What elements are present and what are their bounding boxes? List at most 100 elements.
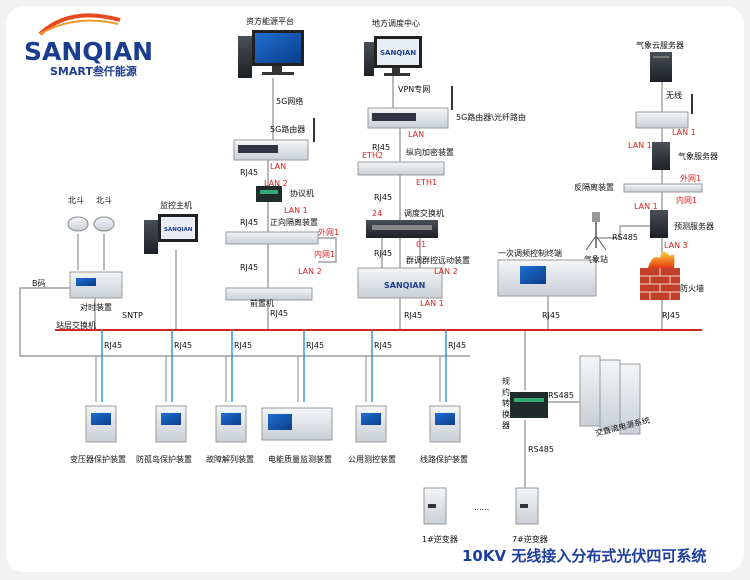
timing-device-label: 对时装置	[80, 302, 112, 312]
rj45-mid-4: RJ45	[404, 311, 422, 320]
sntp-label: SNTP	[122, 311, 143, 320]
timing-device	[69, 271, 123, 299]
lan2-left-label: LAN 2	[264, 179, 288, 188]
weather-cloud-server	[650, 52, 672, 82]
dispatch-switch-label: 调度交换机	[404, 208, 444, 218]
rj45-firewall: RJ45	[662, 311, 680, 320]
inverter-1-label: 1#逆变器	[422, 534, 458, 544]
forward-isolation-label: 正向隔离装置	[270, 217, 318, 227]
rs485-weather: RS485	[612, 233, 638, 242]
weather-server	[652, 142, 670, 170]
encryption-device	[357, 161, 445, 176]
svg-text:SANQIAN: SANQIAN	[384, 281, 425, 290]
rj45-left-1: RJ45	[240, 168, 258, 177]
inverter-icons	[423, 487, 539, 525]
dispatch-switch	[366, 220, 438, 238]
weather-server-label: 气象服务器	[678, 151, 718, 161]
router-5g-label: 5G路由器	[270, 124, 305, 134]
ext1-right-label: 外网1	[680, 173, 701, 183]
primary-fm-label: 一次调频控制终端	[498, 248, 562, 258]
rs485-power: RS485	[548, 391, 574, 400]
link-lines	[19, 76, 663, 488]
rj45-left-4: RJ45	[270, 309, 288, 318]
net-5g-label: 5G网络	[276, 96, 303, 106]
protection-drops-gray	[95, 356, 441, 402]
weather-cloud-label: 气象云服务器	[636, 40, 684, 50]
rj45-left-3: RJ45	[240, 263, 258, 272]
lan-mid-label: LAN	[408, 130, 424, 139]
lan3-label: LAN 3	[664, 241, 688, 250]
asset-platform-label: 资方能源平台	[246, 16, 294, 26]
forward-isolation-device	[225, 231, 319, 245]
reverse-isolation-label: 反隔离装置	[574, 182, 614, 192]
protection-label-3: 故障解列装置	[206, 454, 254, 464]
front-end-device	[225, 287, 313, 301]
ac-dc-power-cabinets	[579, 355, 641, 435]
router-5g-left	[233, 118, 315, 161]
router-5g-middle	[367, 86, 453, 129]
lan2-left2-label: LAN 2	[298, 267, 322, 276]
rj45-drop-4: RJ45	[306, 341, 324, 350]
logo-text: SANQIAN	[24, 37, 153, 66]
protection-label-4: 电能质量监测装置	[268, 454, 332, 464]
port24-label: 24	[372, 209, 382, 218]
primary-fm-terminal	[497, 259, 597, 297]
weather-station-label: 气象站	[584, 254, 608, 264]
group-control-device: SANQIAN	[357, 267, 443, 299]
rj45-drop-3: RJ45	[234, 341, 252, 350]
lan1-mid-label: LAN 1	[420, 299, 444, 308]
protection-label-2: 防孤岛保护装置	[136, 454, 192, 464]
wireless-label: 无线	[666, 90, 682, 100]
b-code-label: B码	[32, 279, 46, 288]
beidou-label-2: 北斗	[96, 196, 112, 205]
beidou-label-1: 北斗	[68, 196, 84, 205]
int1-left-label: 内网1	[314, 249, 335, 259]
monitor-host-pc: SANQIAN	[144, 214, 198, 254]
front-end-label: 前置机	[250, 298, 274, 308]
diagram-title: 10KV 无线接入分布式光伏四可系统	[462, 547, 706, 565]
lan1-right-2: LAN 1	[628, 141, 652, 150]
rj45-mid-3: RJ45	[374, 249, 392, 258]
cloud-node-router	[635, 94, 693, 129]
rj45-fm: RJ45	[542, 311, 560, 320]
protection-label-6: 线路保护装置	[420, 454, 468, 464]
monitor-host-label: 监控主机	[160, 200, 192, 210]
int1-right-label: 内网1	[676, 195, 697, 205]
eth1-label: ETH1	[416, 178, 437, 187]
protocol-converter-box	[510, 392, 548, 418]
protocol-conv-char-3: 转	[502, 398, 510, 408]
beidou-antennas	[67, 216, 115, 232]
local-dispatch-pc: SANQIAN	[364, 36, 422, 76]
eth2-label: ETH2	[362, 151, 383, 160]
ext1-left-label: 外网1	[318, 227, 339, 237]
rj45-drop-6: RJ45	[448, 341, 466, 350]
port01-label: 01	[416, 240, 426, 249]
rj45-mid-2: RJ45	[374, 193, 392, 202]
asset-platform-pc	[238, 30, 304, 78]
rj45-mid-1: RJ45	[372, 143, 390, 152]
protocol-conv-char-4: 换	[502, 409, 510, 419]
forecast-server	[650, 210, 668, 238]
rj45-left-2: RJ45	[240, 218, 258, 227]
protocol-conv-char-1: 规	[502, 376, 510, 386]
protection-drops	[101, 330, 447, 402]
svg-text:SANQIAN: SANQIAN	[164, 227, 193, 233]
protocol-conv-char-5: 器	[502, 421, 510, 430]
lan1-left-label: LAN 1	[284, 206, 308, 215]
router-5g-fiber-label: 5G路由器\光纤路由	[456, 112, 526, 122]
lan1-right-3: LAN 1	[634, 202, 658, 211]
brand-logo: SANQIAN SMART叁仟能源	[24, 13, 153, 78]
inverter-7-label: 7#逆变器	[512, 534, 548, 544]
vpn-label: VPN专网	[398, 84, 430, 94]
weather-station	[585, 212, 607, 251]
local-dispatch-label: 地方调度中心	[372, 18, 420, 28]
encryption-label: 纵向加密装置	[406, 147, 454, 157]
protection-label-5: 公用测控装置	[348, 454, 396, 464]
forecast-server-label: 预测服务器	[674, 221, 714, 231]
logo-tagline: SMART叁仟能源	[50, 64, 137, 78]
protection-label-1: 变压器保护装置	[70, 454, 126, 464]
reverse-isolation-device	[623, 183, 703, 193]
lan2-mid-label: LAN 2	[434, 267, 458, 276]
